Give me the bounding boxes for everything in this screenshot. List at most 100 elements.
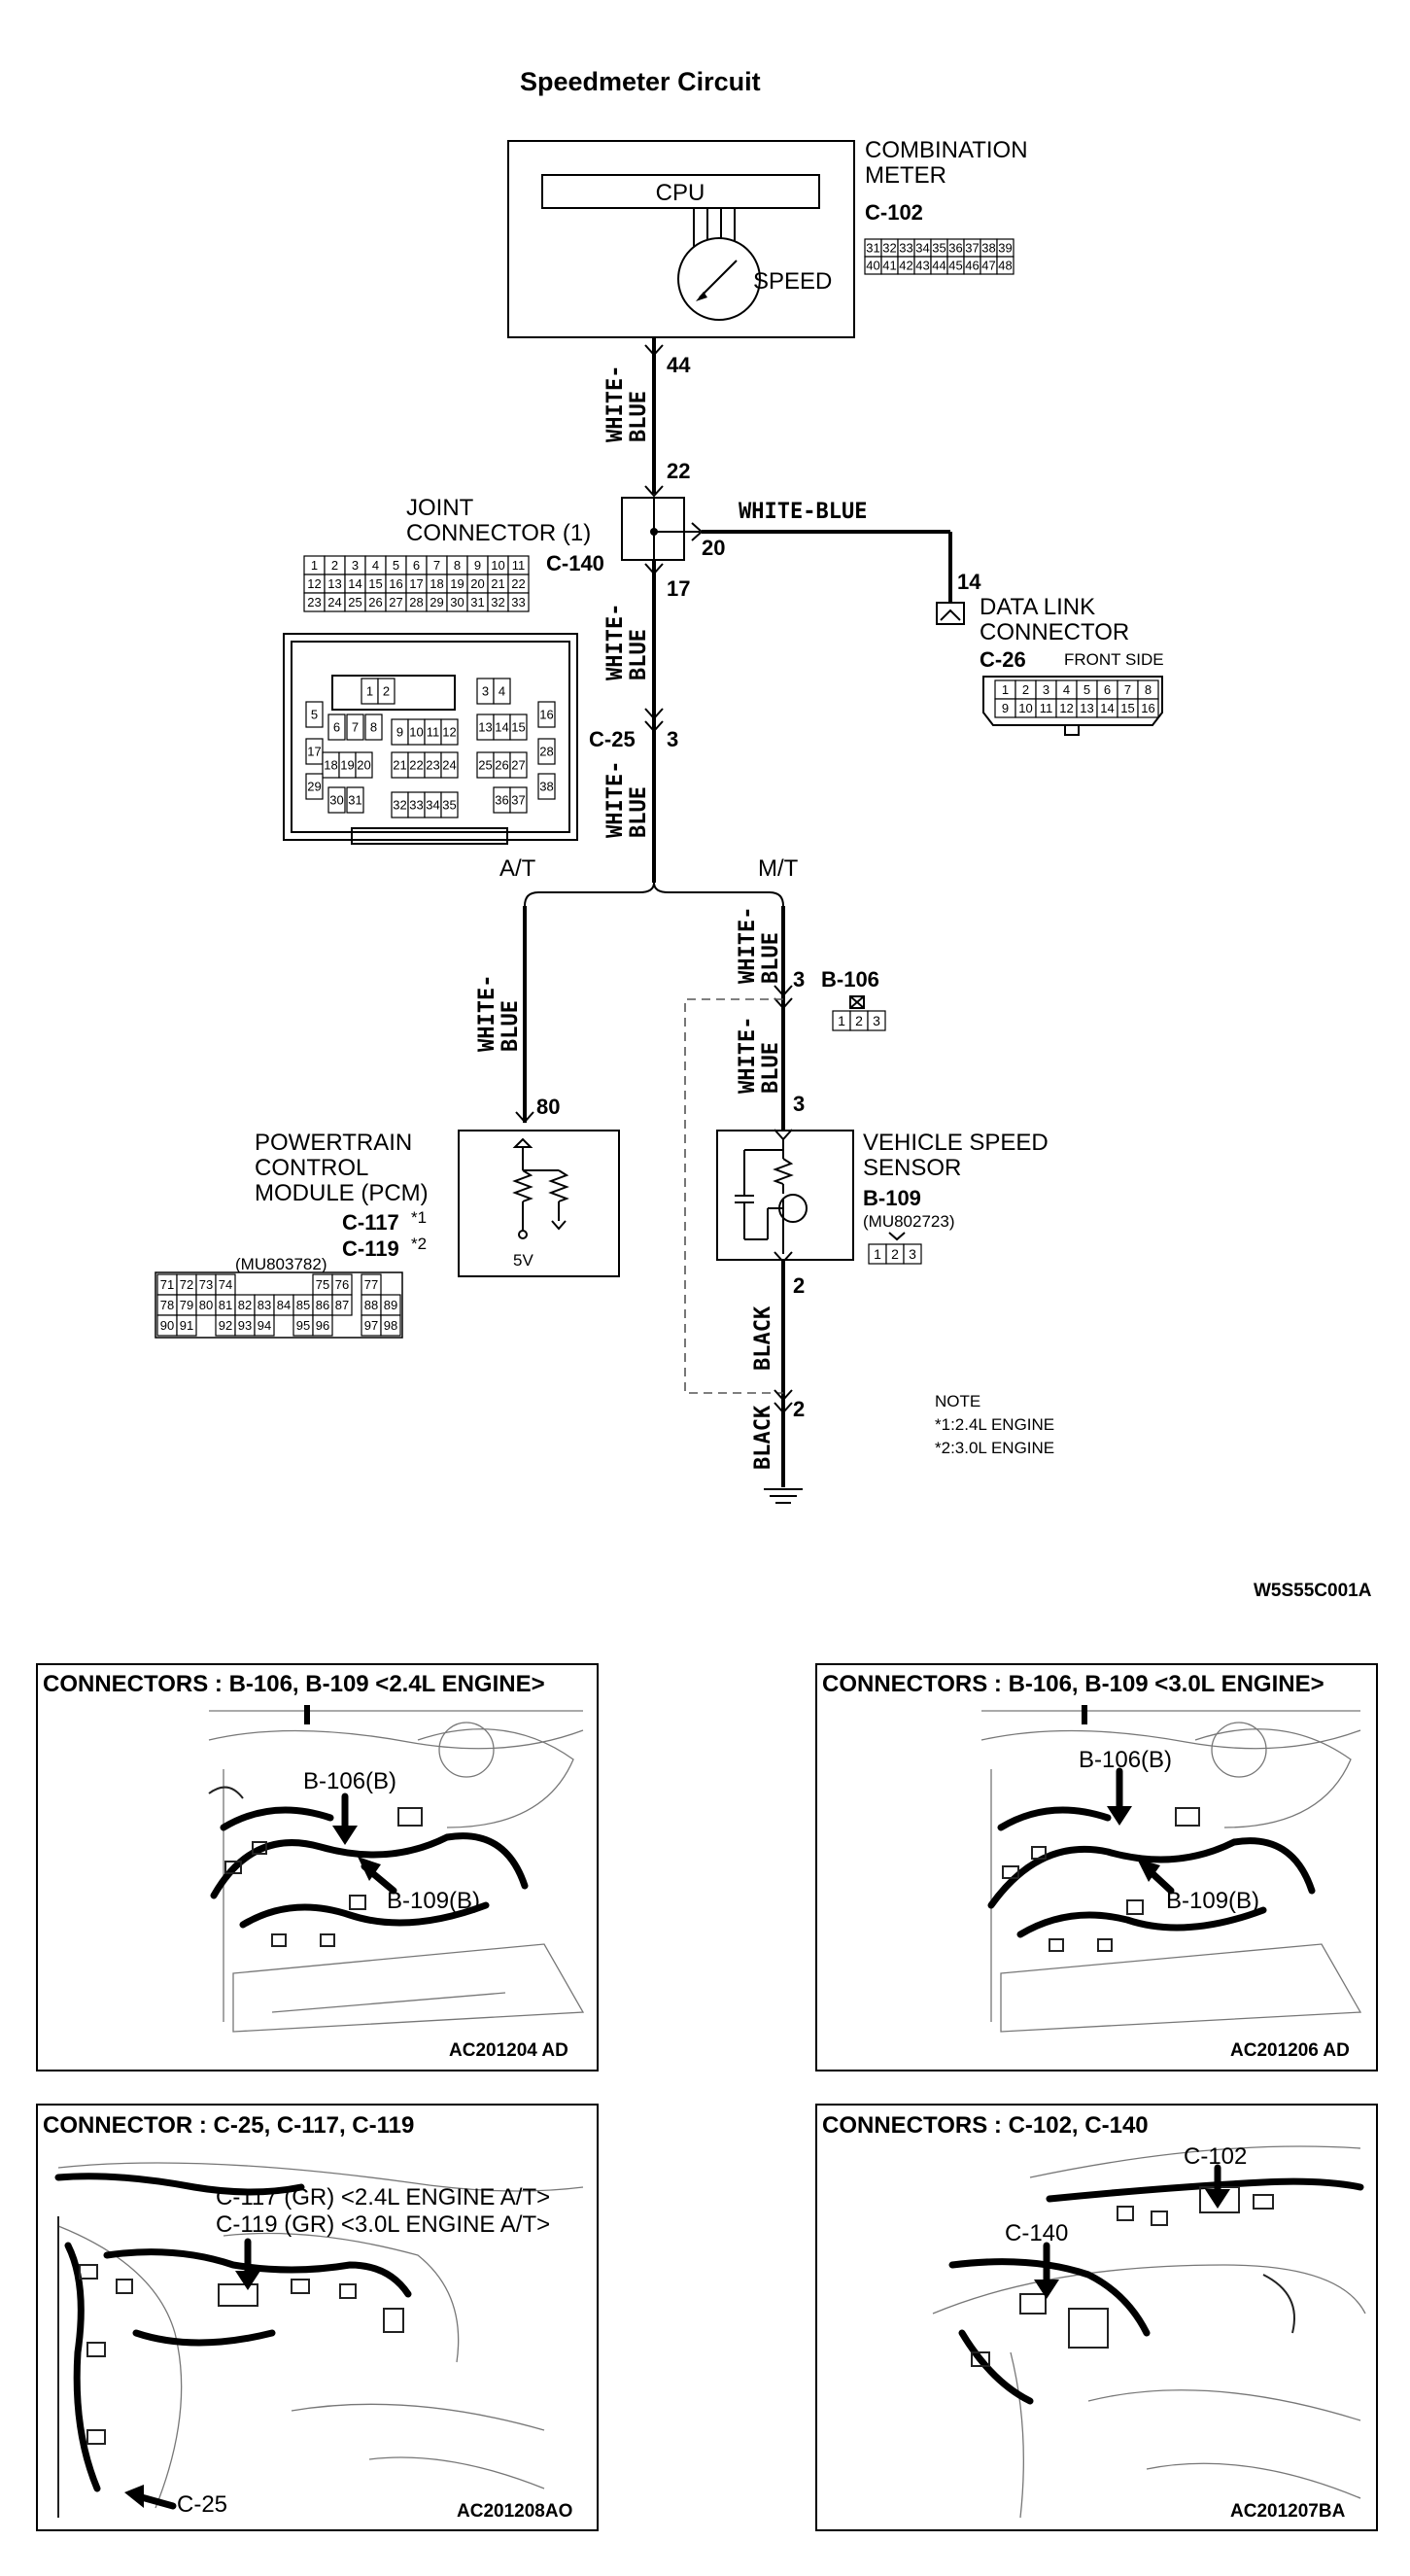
joint-connector-name-1: JOINT: [406, 495, 474, 521]
b106-pin-3: 3: [793, 967, 805, 992]
wire-color-label-3a: WHITE-: [603, 761, 628, 838]
pcm-name-3: MODULE (PCM): [255, 1180, 429, 1206]
c26-pin-2: 2: [1022, 682, 1029, 697]
c25-pin-38: 38: [539, 780, 553, 794]
c25-pin-31-cell: [346, 786, 364, 814]
c102-pin-35: 35: [932, 241, 946, 256]
cpu-block: [541, 174, 820, 209]
pcm-pin-86: 86: [316, 1298, 329, 1312]
c102-pin-44: 44: [932, 259, 946, 273]
c102-pin-32: 32: [882, 241, 896, 256]
c25-pin-16: 16: [539, 708, 553, 722]
c140-pin-29: 29: [430, 595, 443, 609]
panel-3-callout-c25: C-25: [177, 2491, 227, 2518]
pcm-pin-97: 97: [364, 1318, 378, 1333]
pcm-pin-95: 95: [296, 1318, 310, 1333]
c140-pin-11: 11: [512, 558, 526, 573]
pcm-pin-75: 75: [316, 1277, 329, 1292]
c25-pin-27-cell: [509, 751, 528, 779]
pcm-name-1: POWERTRAIN: [255, 1130, 412, 1156]
c140-pin-23: 23: [307, 595, 321, 609]
c140-pin-8: 8: [454, 558, 461, 573]
pcm-pin-76: 76: [335, 1277, 349, 1292]
c25-pin-35-cell: [440, 791, 459, 818]
vss-part-no: (MU802723): [863, 1212, 955, 1231]
panel-3-title: CONNECTOR : C-25, C-117, C-119: [43, 2112, 414, 2139]
branch-at-label: A/T: [499, 855, 536, 882]
c102-pin-42: 42: [899, 259, 912, 273]
wire-color-label-2a: WHITE-: [603, 604, 628, 680]
c140-pin-7: 7: [433, 558, 440, 573]
c140-pin-33-cell: [507, 592, 530, 612]
pcm-pin-98-cell: [380, 1314, 401, 1337]
panel-2-title: CONNECTORS : B-106, B-109 <3.0L ENGINE>: [822, 1671, 1324, 1697]
wire-color-label-5b: BLUE: [759, 932, 783, 984]
b106-pin-2: 2: [855, 1013, 863, 1028]
figure-code: W5S55C001A: [1254, 1581, 1372, 1601]
c102-pin-34: 34: [915, 241, 929, 256]
b109-pin-3-cell: [903, 1243, 922, 1265]
wire-color-label-4a: WHITE-: [475, 975, 499, 1052]
branch-mt-label: M/T: [758, 855, 799, 882]
panel-2-callout-b106: B-106(B): [1079, 1747, 1172, 1773]
c25-pin-31: 31: [348, 793, 361, 808]
c26-pin-13: 13: [1080, 701, 1093, 715]
c26-pin-10: 10: [1018, 701, 1032, 715]
c25-pin-3: 3: [482, 684, 489, 699]
c25-pin-5: 5: [311, 708, 318, 722]
c25-pin-12-cell: [440, 718, 459, 746]
wire-color-label-4b: BLUE: [499, 1000, 523, 1052]
c102-label: C-102: [865, 200, 923, 225]
wire-color-label-black-1: BLACK: [751, 1305, 775, 1371]
joint-connector-name-2: CONNECTOR (1): [406, 520, 591, 546]
cpu-label: CPU: [656, 180, 705, 206]
pcm-pin-85: 85: [296, 1298, 310, 1312]
c26-pin-3: 3: [1043, 682, 1049, 697]
pcm-pin-89: 89: [384, 1298, 397, 1312]
diagram-title: Speedmeter Circuit: [520, 67, 761, 96]
pcm-pin-78: 78: [160, 1298, 174, 1312]
c140-pin-4: 4: [372, 558, 379, 573]
c140-label: C-140: [546, 551, 604, 575]
wire-color-label-5a: WHITE-: [736, 907, 760, 984]
dlc-front-side: FRONT SIDE: [1064, 650, 1164, 669]
c26-pin-5: 5: [1083, 682, 1090, 697]
dlc-pin-14: 14: [957, 570, 981, 594]
c117-mark: *1: [411, 1208, 427, 1227]
c25-pin-9: 9: [396, 725, 403, 740]
combination-meter-name-1: COMBINATION: [865, 137, 1028, 163]
c25-pin-22: 22: [409, 758, 423, 773]
vss-name-2: SENSOR: [863, 1155, 961, 1181]
c25-pin-35: 35: [442, 798, 456, 813]
dlc-name-2: CONNECTOR: [980, 619, 1129, 645]
c102-pin-45: 45: [948, 259, 962, 273]
c140-pin-18: 18: [430, 576, 443, 591]
panel-2-callout-b109: B-109(B): [1166, 1888, 1259, 1914]
joint-pin-20: 20: [702, 536, 725, 560]
c102-pin-38: 38: [981, 241, 995, 256]
c117-label: C-117: [342, 1210, 399, 1235]
pcm-pin-91-cell: [176, 1314, 197, 1337]
c25-pin-29-cell: [305, 773, 324, 800]
vss-pin-2: 2: [793, 1273, 805, 1298]
b106-pin-3-cell: [867, 1010, 886, 1031]
connector-panel-c102-c140: CONNECTORS : C-102, C-140 C-102 C-140 AC…: [815, 2104, 1378, 2531]
pcm-pin-94: 94: [258, 1318, 271, 1333]
wire-color-label-3b: BLUE: [627, 786, 651, 838]
c26-label: C-26: [980, 647, 1026, 672]
c140-pin-1: 1: [311, 558, 318, 573]
c25-pin-1: 1: [366, 684, 373, 699]
c140-pin-22: 22: [511, 576, 525, 591]
c26-pin-9: 9: [1002, 701, 1009, 715]
pcm-name-2: CONTROL: [255, 1155, 368, 1181]
c140-pin-30: 30: [450, 595, 464, 609]
c102-pin-43: 43: [915, 259, 929, 273]
wire-color-label-1b: BLUE: [627, 391, 651, 442]
pcm-pin-80: 80: [199, 1298, 213, 1312]
pcm-part-no: (MU803782): [235, 1255, 327, 1273]
pcm-pin-82: 82: [238, 1298, 252, 1312]
